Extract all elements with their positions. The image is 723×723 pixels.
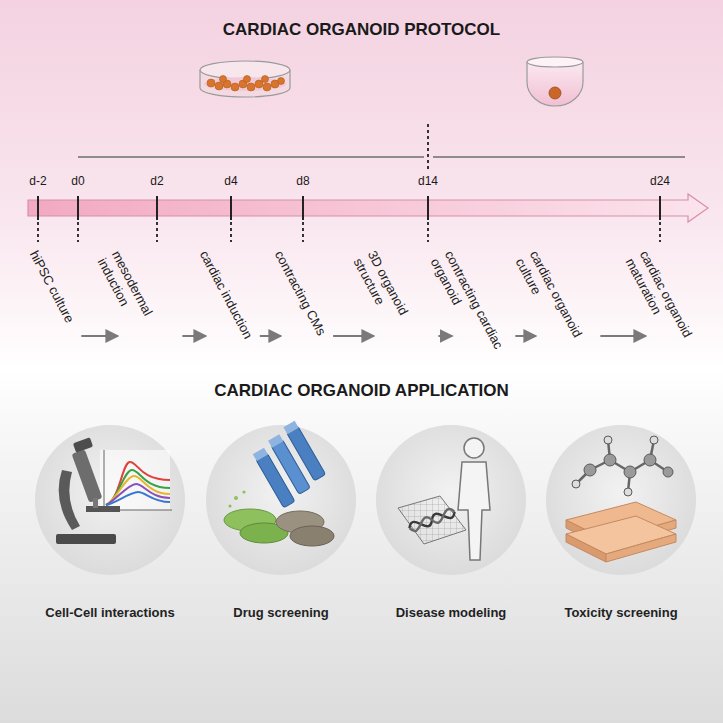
step-label: mesodermal induction [94,248,179,369]
step-text: contracting cardiac organoid [427,248,512,369]
step-label: cardiac organoid culture [512,248,597,369]
day-label: d24 [635,174,685,188]
step-text: hiPSC culture [26,248,77,326]
section-heading: CARDIAC ORGANOID APPLICATION [0,381,723,401]
flow-arrow [600,335,646,337]
application-label: Cell-Cell interactions [10,605,210,620]
step-text: mesodermal induction [94,248,179,369]
phase-divider [427,124,429,172]
tick-marks [38,196,660,220]
application-circle: Toxicity screening [546,425,696,575]
day-label: d0 [53,174,103,188]
title: CARDIAC ORGANOID PROTOCOL [0,20,723,40]
flow-arrow [182,335,206,337]
step-label: hiPSC culture [26,248,77,326]
drug-icon [224,421,334,546]
application-circle: Disease modeling [376,425,526,575]
step-label: cardiac organoid maturation [622,248,707,369]
phase-line [433,156,685,158]
application-label: Toxicity screening [521,605,721,620]
flow-arrow [438,335,452,337]
day-label: d4 [206,174,256,188]
step-label: 3D organoid structure [350,248,435,369]
step-text: cardiac organoid maturation [622,248,707,369]
application-label: Disease modeling [351,605,551,620]
step-label: contracting CMs [271,248,329,338]
microscope-icon [56,437,172,544]
day-label: d2 [132,174,182,188]
step-text: contracting CMs [271,248,329,338]
day-label: d-2 [13,174,63,188]
flow-arrow [333,335,374,337]
tick-dotted-lines [38,222,660,242]
application-label: Drug screening [181,605,381,620]
phase-line [78,156,424,158]
flow-arrow [260,335,281,337]
step-label: cardiac induction [196,248,256,342]
step-text: cardiac organoid culture [512,248,597,369]
petri-dish [200,61,290,97]
step-text: 3D organoid structure [350,248,435,369]
step-label: contracting cardiac organoid [427,248,512,369]
day-label: d14 [403,174,453,188]
application-circles [35,425,696,575]
timeline-arrow [28,194,708,222]
disease-icon [398,438,490,560]
step-text: cardiac induction [196,248,256,342]
flow-arrow [81,335,118,337]
flow-arrow [515,335,536,337]
day-label: d8 [278,174,328,188]
toxicity-icon [566,436,676,562]
application-circle: Cell-Cell interactions [35,425,185,575]
well-icon [527,57,583,106]
application-circle: Drug screening [206,425,356,575]
